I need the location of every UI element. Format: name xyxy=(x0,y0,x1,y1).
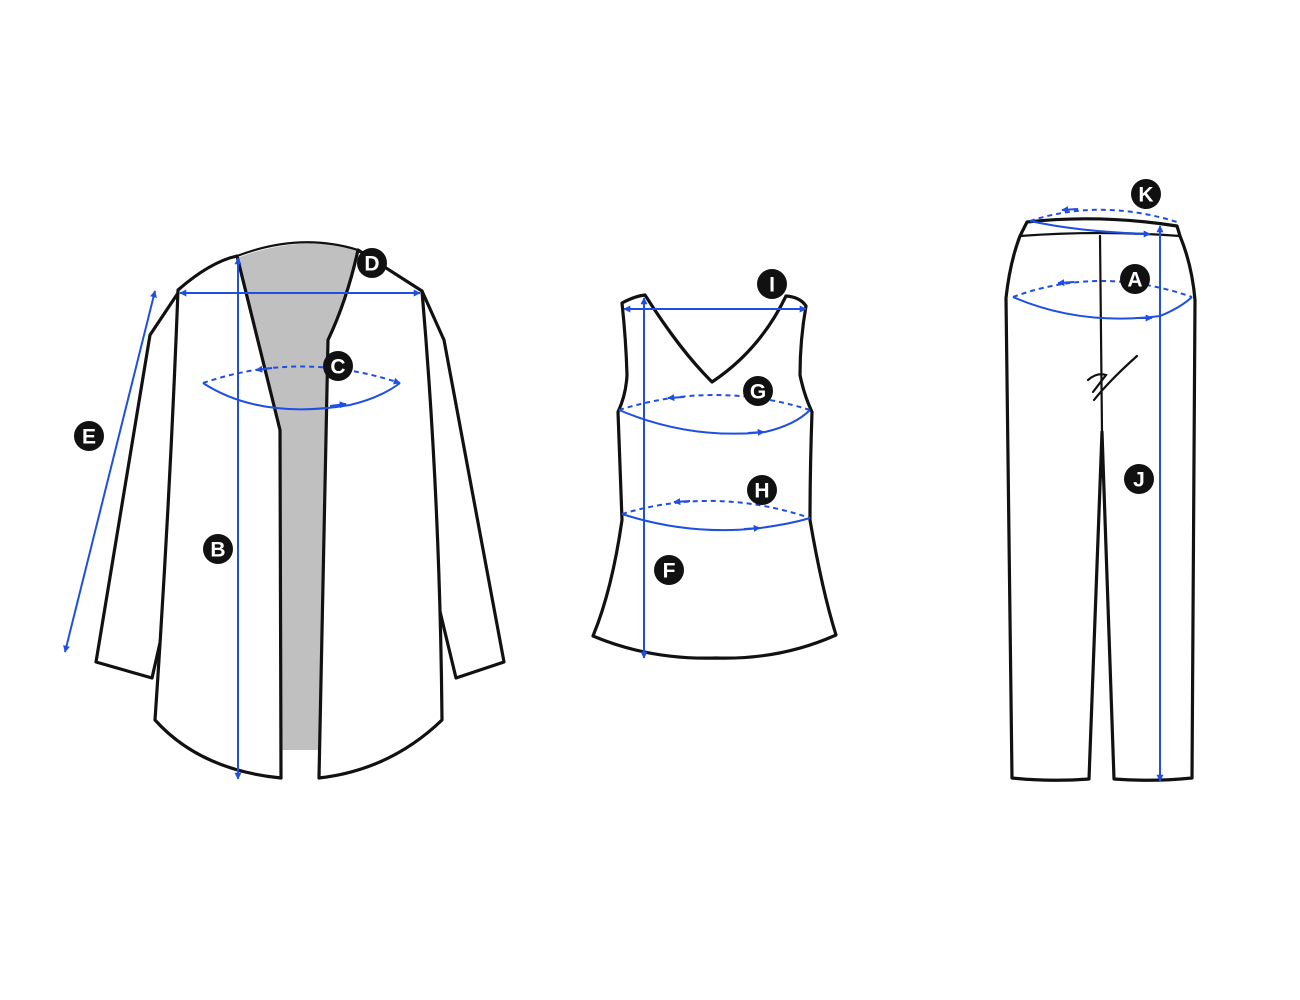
badge-g: G xyxy=(743,376,773,406)
jacket-collar-line xyxy=(235,241,360,258)
svg-text:H: H xyxy=(754,480,769,503)
pants-fly-seam xyxy=(1098,234,1104,434)
pants-measurements xyxy=(1012,206,1193,782)
jacket-right-panel xyxy=(317,248,444,780)
pants-body xyxy=(1004,217,1197,782)
tank-body xyxy=(591,293,838,660)
measure-arrow-g-front xyxy=(747,428,765,436)
measure-line-a-back xyxy=(1012,280,1193,298)
badge-k: K xyxy=(1131,179,1161,209)
badge-f: F xyxy=(654,555,684,585)
measure-arrow-k-back xyxy=(1061,206,1079,214)
svg-text:E: E xyxy=(82,426,96,449)
jacket-measurements xyxy=(63,257,421,780)
pants-drawing xyxy=(1004,217,1197,782)
tank-neckline xyxy=(643,293,788,384)
svg-text:D: D xyxy=(364,253,379,276)
measure-line-h-back xyxy=(621,500,811,519)
tank-measurements xyxy=(618,297,811,659)
svg-text:K: K xyxy=(1138,184,1153,207)
measure-arrow-h-back xyxy=(673,498,691,506)
badge-a: A xyxy=(1120,264,1150,294)
measure-arrow-h-front xyxy=(743,524,761,532)
measure-arrow-g-back xyxy=(667,394,685,402)
tank-drawing xyxy=(591,293,838,660)
measure-line-c-front xyxy=(202,382,401,411)
measure-line-k-back xyxy=(1029,208,1178,223)
measure-arrow-c-back xyxy=(255,365,273,373)
measure-line-g-front xyxy=(618,409,811,435)
badge-e: E xyxy=(74,421,104,451)
svg-text:F: F xyxy=(663,560,676,583)
svg-text:B: B xyxy=(210,539,225,562)
jacket-drawing xyxy=(94,241,506,780)
svg-text:I: I xyxy=(769,274,775,297)
measure-arrow-c-front xyxy=(329,401,347,409)
badge-c: C xyxy=(323,351,353,381)
pants-fold-mark xyxy=(1086,354,1139,402)
badge-i: I xyxy=(757,269,787,299)
svg-text:A: A xyxy=(1127,269,1142,292)
badge-j: J xyxy=(1124,464,1154,494)
measure-line-e xyxy=(63,290,157,653)
measure-line-c-back xyxy=(202,365,401,385)
badge-b: B xyxy=(203,534,233,564)
measure-arrow-a-back xyxy=(1057,279,1075,287)
badge-d: D xyxy=(357,248,387,278)
svg-text:C: C xyxy=(330,356,345,379)
svg-text:J: J xyxy=(1133,469,1145,492)
svg-text:G: G xyxy=(750,381,766,404)
badge-h: H xyxy=(747,475,777,505)
